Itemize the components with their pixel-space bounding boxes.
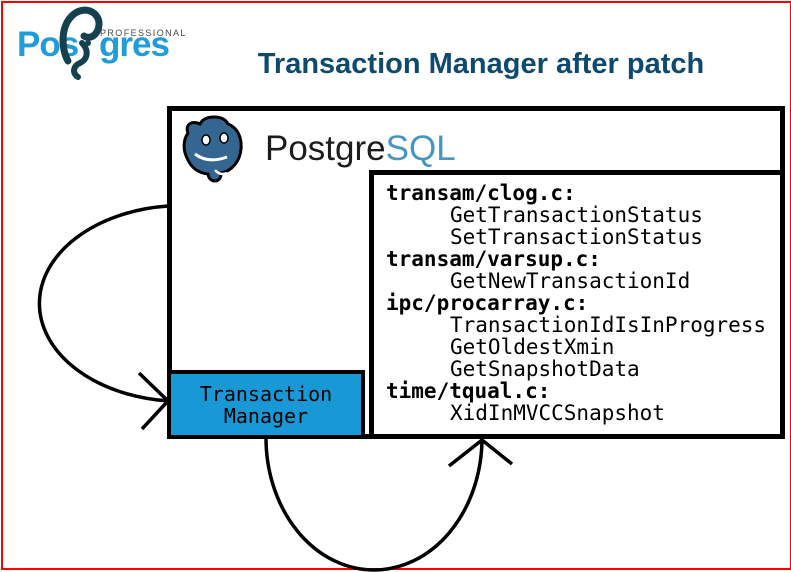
source-file-name: transam/clog.c: (386, 181, 576, 205)
function-name: GetSnapshotData (450, 357, 640, 381)
page-title: Transaction Manager after patch (257, 48, 705, 81)
brand-text-gres: gres (99, 25, 170, 64)
source-file-name: time/tqual.c: (386, 379, 551, 403)
transaction-manager-box: Transaction Manager (167, 370, 365, 439)
postgresql-wordmark: PostgreSQL (265, 129, 456, 169)
postgrespro-ear-icon (59, 6, 103, 80)
bottom-loop-arrowhead-icon (447, 437, 514, 468)
source-file-name: transam/varsup.c: (386, 247, 601, 271)
postgresql-box: PostgreSQL transam/clog.c:GetTransaction… (167, 106, 785, 439)
left-loop-arrowhead-icon (137, 371, 171, 431)
wordmark-sql: SQL (385, 129, 456, 168)
bottom-loop-arrow (264, 437, 484, 572)
function-name: GetOldestXmin (450, 335, 615, 359)
function-name: SetTransactionStatus (450, 225, 703, 249)
tm-box-line2: Manager (223, 403, 309, 428)
tm-box-line1: Transaction (199, 381, 333, 406)
function-name: XidInMVCCSnapshot (450, 401, 665, 425)
source-file-name: ipc/procarray.c: (386, 291, 589, 315)
postgresql-elephant-icon (182, 115, 243, 183)
wordmark-postgre: Postgre (265, 129, 386, 168)
function-name: TransactionIdIsInProgress (450, 313, 767, 337)
brand-text-professional: PROFESSIONAL (100, 28, 187, 38)
left-loop-arrow (37, 204, 169, 403)
function-name: GetNewTransactionId (450, 269, 691, 293)
postgrespro-logo: Pos PROFESSIONAL gres (3, 3, 203, 87)
function-name: GetTransactionStatus (450, 203, 703, 227)
